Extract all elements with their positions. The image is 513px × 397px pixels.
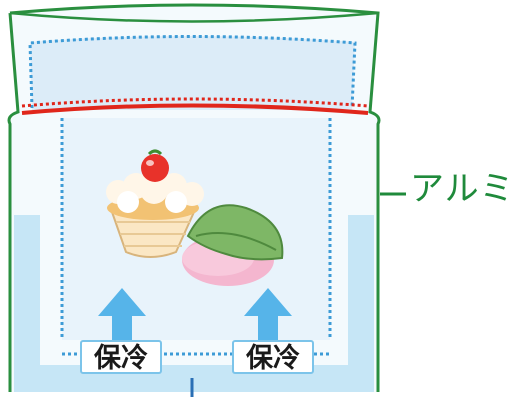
bag-outline: [7, 3, 381, 392]
zip-area: [30, 36, 355, 110]
cooling-arrow-icon: [98, 288, 146, 342]
zip-pouch-dotted-outline: [28, 35, 357, 109]
cold-retention-label: 保冷: [80, 340, 162, 374]
seal-line: [21, 103, 369, 115]
cold-retention-label: 保冷: [232, 340, 314, 374]
insulation-layer: [14, 215, 374, 392]
bag-top-edge: [9, 11, 379, 23]
cooling-arrow-icon: [244, 288, 292, 342]
seal-line-dotted: [21, 97, 369, 108]
cupcake-icon: [106, 149, 204, 258]
aluminum-label: アルミ: [410, 169, 513, 209]
sakura-mochi-icon: [182, 204, 284, 286]
